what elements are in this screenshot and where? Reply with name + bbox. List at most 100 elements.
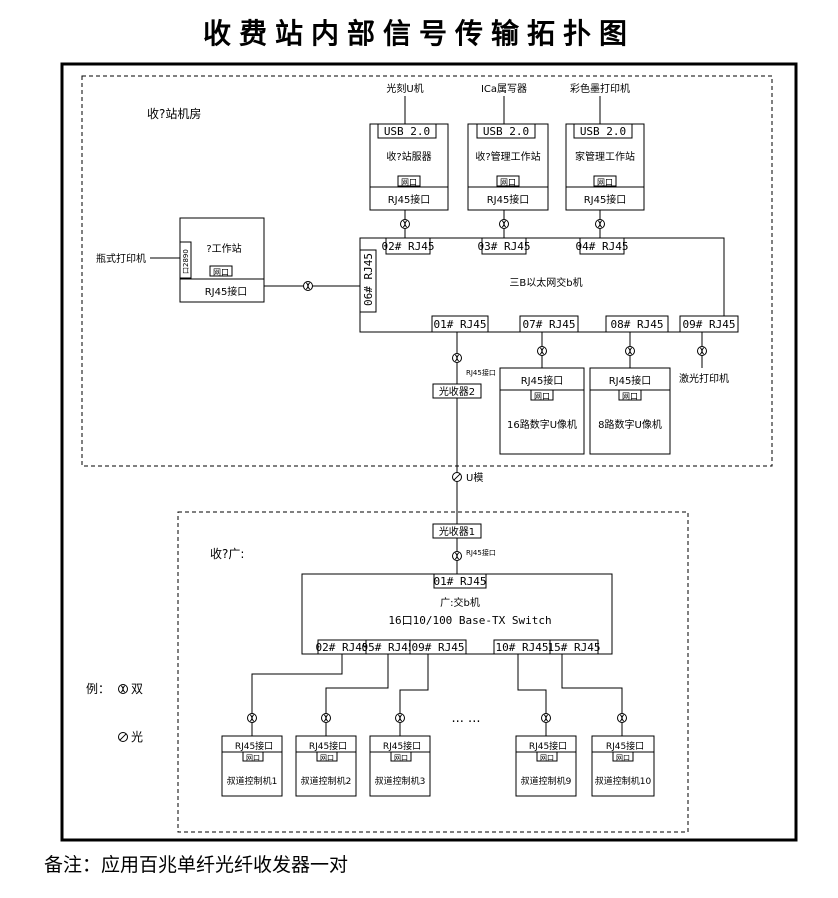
- center-port-01: 01# RJ45: [434, 575, 487, 588]
- lane-2-net: 网口: [320, 754, 334, 762]
- core-port-03: 03# RJ45: [478, 240, 531, 253]
- core-switch-name: 三B以太网交b机: [509, 276, 582, 289]
- server-1-top-label: 光刻U机: [386, 82, 423, 95]
- fiber-label: U模: [466, 472, 483, 484]
- center-zone: [177, 511, 689, 833]
- video-1-name: 16路数字U像机: [507, 418, 577, 431]
- center-port-02: 02# RJ45: [316, 641, 369, 654]
- server-3-top-label: 彩色墨打印机: [570, 82, 630, 95]
- server-1-net: 网口: [401, 178, 417, 187]
- server-2-top-label: ICa属写器: [481, 83, 527, 95]
- core-port-04: 04# RJ45: [576, 240, 629, 253]
- cable-laser-printer: [697, 346, 707, 356]
- center-port-09: 09# RJ45: [412, 641, 465, 654]
- server-3-name: 家管理工作站: [575, 150, 635, 163]
- server-1-rj45: RJ45接口: [388, 193, 431, 206]
- legend-fiber-label: 光: [131, 730, 143, 744]
- lane-10-net: 网口: [616, 754, 630, 762]
- center-port-05: 05# RJ45: [362, 641, 415, 654]
- lane-9-name: 叔道控制机9: [521, 775, 572, 787]
- core-port-09: 09# RJ45: [683, 318, 736, 331]
- lane-controller-3[interactable]: RJ45接口 网口 叔道控制机3: [369, 735, 431, 797]
- footnote: 备注：应用百兆单纤光纤收发器一对: [44, 854, 349, 876]
- core-port-02: 02# RJ45: [382, 240, 435, 253]
- video-1-rj45: RJ45接口: [521, 374, 564, 387]
- lane-3-rj45: RJ45接口: [383, 740, 421, 752]
- fiber-link: [452, 472, 462, 482]
- core-port-01: 01# RJ45: [434, 318, 487, 331]
- workstation-rj45: RJ45接口: [205, 285, 248, 298]
- server-1-name: 收?站服器: [386, 150, 431, 163]
- lane-controller-10[interactable]: RJ45接口 网口 叔道控制机10: [591, 735, 655, 797]
- server-3-rj45: RJ45接口: [584, 193, 627, 206]
- dot-matrix-printer-label: 瓶式打印机: [96, 252, 146, 265]
- lane-controller-1[interactable]: RJ45接口 网口 叔道控制机1: [221, 735, 283, 797]
- core-port-06: 06# RJ45: [362, 253, 375, 306]
- server-1[interactable]: 光刻U机 USB 2.0 收?站服器 网口 RJ45接口: [369, 82, 449, 211]
- center-label: 收?广:: [210, 547, 244, 561]
- lane-9-net: 网口: [540, 754, 554, 762]
- laser-printer-label: 激光打印机: [679, 372, 729, 385]
- ellipsis: ··· ···: [452, 715, 481, 730]
- cable-transceiver-2: [452, 353, 462, 363]
- cable-lane-9: [541, 713, 551, 723]
- cable-lane-10: [617, 713, 627, 723]
- cable-lane-2: [321, 713, 331, 723]
- lane-10-rj45: RJ45接口: [606, 740, 644, 752]
- core-port-07: 07# RJ45: [523, 318, 576, 331]
- transceiver-2-label: 光收器2: [439, 385, 475, 398]
- legend-twisted-label: 双: [131, 682, 143, 696]
- workstation-side-label: 口2890: [182, 249, 190, 274]
- server-3-net: 网口: [597, 178, 613, 187]
- core-port-08: 08# RJ45: [611, 318, 664, 331]
- legend-label: 例：: [86, 682, 110, 696]
- video-2-name: 8路数字U像机: [598, 418, 662, 431]
- video-1-net: 网口: [534, 392, 550, 401]
- workstation[interactable]: 口2890 ?工作站 网口 RJ45接口: [179, 217, 265, 303]
- legend-fiber-icon: [118, 732, 128, 742]
- cable-server-3: [595, 219, 605, 229]
- room-zone: [81, 75, 773, 467]
- video-2-net: 网口: [622, 392, 638, 401]
- lane-1-net: 网口: [246, 754, 260, 762]
- cable-video-2: [625, 346, 635, 356]
- center-switch-name: 广:交b机: [440, 596, 480, 609]
- cable-workstation: [303, 281, 313, 291]
- cable-video-1: [537, 346, 547, 356]
- cable-server-2: [499, 219, 509, 229]
- lane-1-name: 叔道控制机1: [227, 775, 278, 787]
- lane-controller-2[interactable]: RJ45接口 网口 叔道控制机2: [295, 735, 357, 797]
- lane-controller-9[interactable]: RJ45接口 网口 叔道控制机9: [515, 735, 577, 797]
- lane-1-rj45: RJ45接口: [235, 740, 273, 752]
- server-3[interactable]: 彩色墨打印机 USB 2.0 家管理工作站 网口 RJ45接口: [565, 82, 645, 211]
- server-2[interactable]: ICa属写器 USB 2.0 收?管理工作站 网口 RJ45接口: [467, 83, 549, 211]
- server-2-net: 网口: [500, 178, 516, 187]
- server-2-rj45: RJ45接口: [487, 193, 530, 206]
- lane-9-rj45: RJ45接口: [529, 740, 567, 752]
- video-2-rj45: RJ45接口: [609, 374, 652, 387]
- server-2-usb: USB 2.0: [483, 125, 529, 138]
- lane-3-name: 叔道控制机3: [375, 775, 426, 787]
- room-label: 收?站机房: [147, 106, 201, 121]
- cable-server-1: [400, 219, 410, 229]
- transceiver-1-rj45: RJ45接口: [466, 548, 496, 557]
- core-switch[interactable]: 三B以太网交b机 02# RJ45 03# RJ45 04# RJ45 06# …: [359, 237, 739, 333]
- video-recorder-16[interactable]: RJ45接口 网口 16路数字U像机: [499, 367, 585, 455]
- center-port-10: 10# RJ45: [496, 641, 549, 654]
- cable-center-switch: [452, 551, 462, 561]
- page-title: 收费站内部信号传输拓扑图: [202, 17, 635, 50]
- lane-10-name: 叔道控制机10: [595, 775, 652, 787]
- server-2-name: 收?管理工作站: [475, 150, 540, 163]
- server-3-usb: USB 2.0: [580, 125, 626, 138]
- video-recorder-8[interactable]: RJ45接口 网口 8路数字U像机: [589, 367, 671, 455]
- cable-lane-1: [247, 713, 257, 723]
- cable-lane-3: [395, 713, 405, 723]
- lane-2-rj45: RJ45接口: [309, 740, 347, 752]
- center-switch[interactable]: 01# RJ45 广:交b机 16口10/100 Base-TX Switch …: [301, 573, 613, 655]
- lane-2-name: 叔道控制机2: [301, 775, 352, 787]
- transceiver-1-label: 光收器1: [439, 525, 475, 538]
- lane-3-net: 网口: [394, 754, 408, 762]
- server-1-usb: USB 2.0: [384, 125, 430, 138]
- transceiver-2-rj45: RJ45接口: [466, 368, 496, 377]
